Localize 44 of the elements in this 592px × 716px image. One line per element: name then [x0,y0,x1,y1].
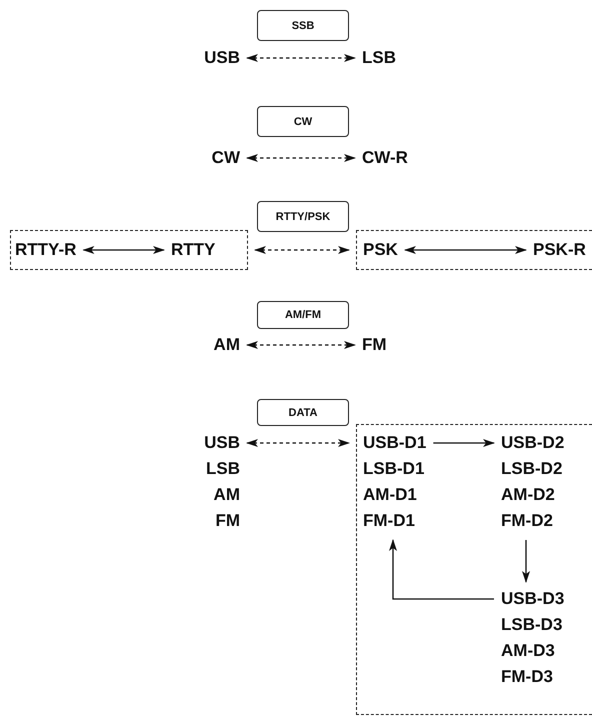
mode-label: FM [215,510,240,532]
arrow [82,246,165,254]
mode-key: RTTY/PSK [257,201,349,232]
mode-label: LSB-D3 [501,614,564,636]
arrow [389,539,494,600]
mode-label: FM-D1 [363,510,416,532]
mode-label: CW-R [362,148,408,168]
mode-label: USB [204,432,240,454]
dashed-arrow [246,54,356,62]
mode-label: LSB [362,48,396,68]
mode-label: LSB-D1 [363,458,426,480]
mode-label: RTTY-R [15,240,76,260]
mode-label: AM-D3 [501,640,556,662]
dashed-arrow [246,154,356,162]
mode-label: CW [212,148,240,168]
dashed-group-frame [10,230,248,270]
mode-label: FM-D2 [501,510,554,532]
mode-label: USB-D1 [363,432,426,454]
mode-label: LSB-D2 [501,458,564,480]
arrow [404,246,527,254]
dashed-arrow [246,341,356,349]
mode-label: USB-D2 [501,432,564,454]
mode-key: CW [257,106,349,137]
mode-key: AM/FM [257,301,349,329]
dashed-group-frame [356,230,592,270]
mode-label: PSK [363,240,398,260]
mode-label: FM-D3 [501,666,554,688]
dashed-arrow [254,246,350,254]
mode-label: AM [214,484,240,506]
mode-label: USB-D3 [501,588,564,610]
arrow [522,540,530,583]
mode-label: FM [362,335,387,355]
mode-key: SSB [257,10,349,41]
mode-label: USB [204,48,240,68]
mode-label: AM [214,335,240,355]
dashed-group-frame [356,424,592,715]
mode-label: PSK-R [533,240,586,260]
dashed-arrow [246,439,350,447]
mode-label: AM-D1 [363,484,418,506]
mode-label: RTTY [171,240,216,260]
mode-key: DATA [257,399,349,426]
arrow [433,439,495,447]
mode-label: AM-D2 [501,484,556,506]
mode-label: LSB [206,458,240,480]
